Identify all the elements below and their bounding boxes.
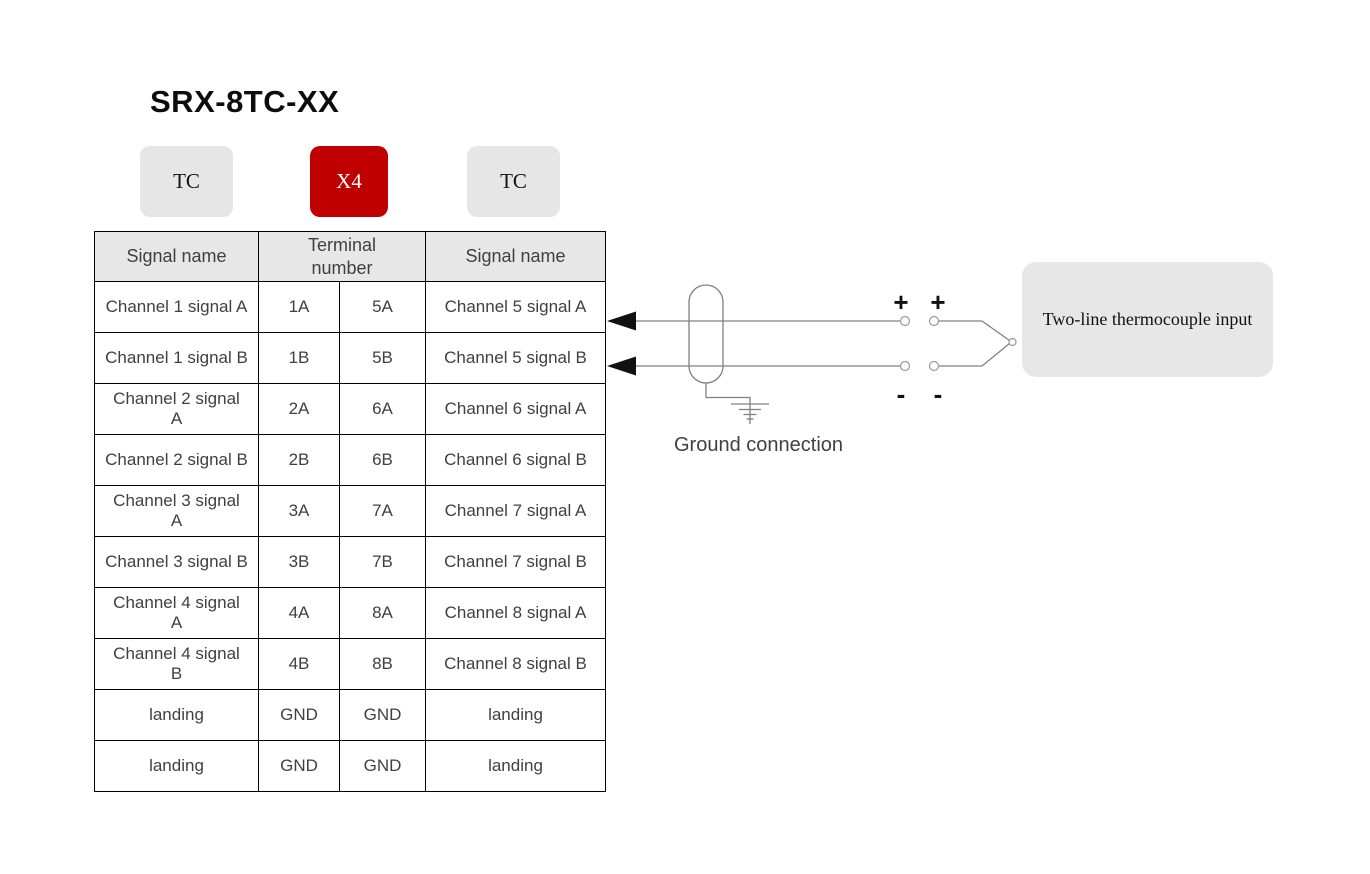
terminal-number-cell: 7B: [339, 536, 426, 588]
table-row: landing GND GND landing: [94, 740, 606, 792]
terminal-number-cell: GND: [339, 740, 426, 792]
signal-name-cell: Channel 6 signal A: [425, 383, 606, 435]
signal-name-cell: landing: [94, 740, 259, 792]
table-header-row: Signal name Terminal number Signal name: [94, 231, 606, 282]
terminal-number-cell: 6A: [339, 383, 426, 435]
terminal-number-cell: 1B: [258, 332, 340, 384]
terminal-number-cell: 2A: [258, 383, 340, 435]
module-chip-tc-right-label: TC: [500, 169, 527, 193]
terminal-number-cell: GND: [339, 689, 426, 741]
module-chip-x4-label: X4: [336, 169, 362, 193]
signal-name-cell: Channel 8 signal B: [425, 638, 606, 690]
signal-name-cell: Channel 5 signal A: [425, 281, 606, 333]
cable-shield-oval: [688, 284, 724, 384]
signal-name-cell: Channel 4 signal B: [94, 638, 259, 690]
minus-sign-right: -: [934, 379, 943, 409]
terminal-number-cell: 6B: [339, 434, 426, 486]
terminal-circle: [928, 315, 940, 327]
terminal-number-cell: 3A: [258, 485, 340, 537]
module-chip-tc-left: TC: [140, 146, 233, 217]
table-row: Channel 2 signal A 2A 6A Channel 6 signa…: [94, 383, 606, 435]
thermocouple-input-box: Two-line thermocouple input: [1022, 262, 1273, 377]
header-signal-name-left: Signal name: [94, 231, 259, 282]
table-row: landing GND GND landing: [94, 689, 606, 741]
terminal-number-cell: GND: [258, 740, 340, 792]
signal-name-cell: Channel 7 signal B: [425, 536, 606, 588]
signal-name-cell: Channel 2 signal B: [94, 434, 259, 486]
page-title: SRX-8TC-XX: [150, 84, 340, 119]
signal-name-cell: Channel 1 signal B: [94, 332, 259, 384]
signal-name-cell: Channel 7 signal A: [425, 485, 606, 537]
plus-sign-left: +: [893, 287, 908, 317]
table-row: Channel 1 signal B 1B 5B Channel 5 signa…: [94, 332, 606, 384]
header-terminal-number: Terminal number: [258, 231, 426, 282]
wire-arrow-icon: [607, 356, 636, 376]
signal-name-cell: Channel 4 signal A: [94, 587, 259, 639]
terminal-number-cell: 8A: [339, 587, 426, 639]
plus-sign-right: +: [930, 287, 945, 317]
table-row: Channel 3 signal A 3A 7A Channel 7 signa…: [94, 485, 606, 537]
terminal-table: Signal name Terminal number Signal name …: [94, 231, 606, 792]
terminal-number-cell: 8B: [339, 638, 426, 690]
header-signal-name-right: Signal name: [425, 231, 606, 282]
table-row: Channel 2 signal B 2B 6B Channel 6 signa…: [94, 434, 606, 486]
thermocouple-junction: [1008, 337, 1017, 347]
thermocouple-lead-bottom: [938, 342, 1010, 367]
signal-name-cell: Channel 6 signal B: [425, 434, 606, 486]
terminal-number-cell: GND: [258, 689, 340, 741]
table-row: Channel 1 signal A 1A 5A Channel 5 signa…: [94, 281, 606, 333]
module-chip-x4: X4: [310, 146, 388, 217]
signal-name-cell: landing: [425, 689, 606, 741]
module-chip-tc-right: TC: [467, 146, 560, 217]
signal-name-cell: Channel 8 signal A: [425, 587, 606, 639]
ground-connection-label: Ground connection: [674, 434, 843, 456]
terminal-circle: [899, 315, 911, 327]
signal-name-cell: Channel 3 signal A: [94, 485, 259, 537]
signal-name-cell: landing: [425, 740, 606, 792]
thermocouple-input-label: Two-line thermocouple input: [1042, 308, 1253, 329]
ground-wire: [705, 383, 751, 424]
signal-name-cell: Channel 1 signal A: [94, 281, 259, 333]
signal-name-cell: Channel 5 signal B: [425, 332, 606, 384]
signal-name-cell: Channel 3 signal B: [94, 536, 259, 588]
wire-arrow-icon: [607, 311, 636, 331]
terminal-circle: [899, 360, 911, 372]
table-row: Channel 3 signal B 3B 7B Channel 7 signa…: [94, 536, 606, 588]
terminal-number-cell: 5B: [339, 332, 426, 384]
terminal-number-cell: 3B: [258, 536, 340, 588]
thermocouple-lead-top: [938, 320, 1010, 342]
table-row: Channel 4 signal B 4B 8B Channel 8 signa…: [94, 638, 606, 690]
module-chip-tc-left-label: TC: [173, 169, 200, 193]
minus-sign-left: -: [897, 379, 906, 409]
terminal-number-cell: 7A: [339, 485, 426, 537]
terminal-circle: [928, 360, 940, 372]
table-row: Channel 4 signal A 4A 8A Channel 8 signa…: [94, 587, 606, 639]
